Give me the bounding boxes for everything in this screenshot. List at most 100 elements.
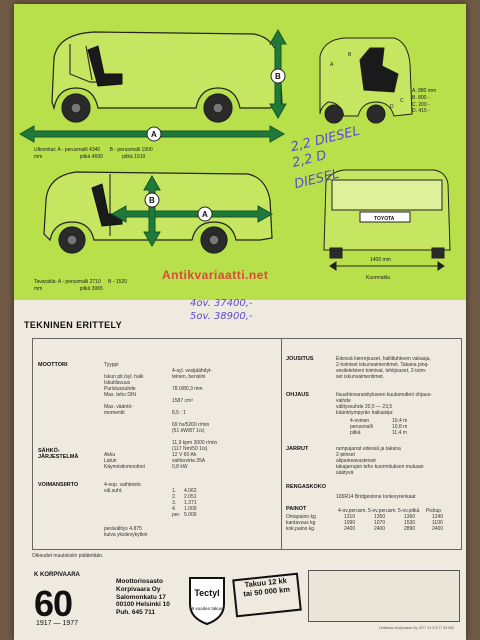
gears-list: 1.4.062 2.2.051 3.1.371 4.1.000 per.5.00… — [172, 488, 197, 518]
cargo-label: Tavaratila: — [34, 279, 57, 285]
gear-1: 1.4.062 — [172, 488, 197, 494]
moottori-k-5: Max. vääntö- momentti — [104, 404, 133, 416]
handwritten-price-2: 5ov. 38900,- — [190, 311, 253, 322]
dim-marker-b-top — [270, 68, 286, 84]
spec-divider — [281, 339, 282, 549]
cargo-unit: mm — [34, 286, 43, 292]
sahko-k-0: Akku — [104, 452, 116, 458]
dim-letter-a-top: A — [151, 130, 157, 139]
jousitus-text: Edessä kierrejouset, hallittuhkeen vakaa… — [336, 356, 431, 380]
cargo-b: B - 1520 — [108, 279, 128, 285]
dim-marker-a-bottom — [197, 206, 213, 222]
seat-top — [87, 45, 123, 87]
jousitus-label: JOUSITUS — [286, 356, 314, 362]
jarrut-label: JARRUT — [286, 446, 309, 452]
moottori-v-1: 78.0/80,3 mm — [172, 386, 203, 392]
section-dim-d: D. 415 - — [412, 108, 430, 115]
korpivaara-brand: K KORPIVAARA — [34, 572, 80, 578]
dealer-line-4: Puh. 645 711 — [116, 609, 156, 617]
section-letter-d: D — [390, 104, 394, 110]
sahko-v-0: 12 V 60 Ah — [172, 452, 197, 458]
exterior-unit: mm — [34, 154, 43, 160]
tectyl-name: Tectyl — [194, 588, 219, 598]
exterior-b: B - perusmalli 1900 — [109, 147, 153, 153]
cargo-a: A - perusmalli 2710 — [57, 279, 101, 285]
gear-rev: per.5.000 — [172, 512, 197, 518]
print-credit: Lehtiöasu Korpivaara Oy 1977 Y4 S.9.77 3… — [378, 626, 454, 630]
sahko-v-2: 0,8 kW — [172, 464, 188, 470]
exterior-label: Ulkomitat: — [34, 147, 57, 153]
sahko-keys: Akku Laturi Käynnistinmoottori — [104, 452, 145, 470]
dim-marker-b-bottom — [144, 192, 160, 208]
ohjaus-text: Itsuahtovaraisitykseen kuulamutteri ohja… — [336, 392, 432, 416]
voimansiirto-intro: 4-nop. vaihteisto väl.suht. — [104, 482, 141, 494]
anniversary-60-logo: 60 — [34, 583, 73, 624]
section-letters: A B C D — [330, 52, 404, 110]
moottori-k-4: Max. teho DIN — [104, 392, 136, 398]
dimension-arrow-a-bottom — [110, 205, 274, 223]
section-dim-c: C. 200 - — [412, 101, 430, 108]
anniversary-years: 1917 — 1977 — [36, 620, 79, 627]
cab-section-view — [319, 37, 413, 124]
dim-letter-b-top: B — [275, 72, 281, 81]
voimansiirto-label: VOIMANSIIRTO — [38, 482, 79, 488]
tectyl-logo: Tectyl 6 vuoden takuu — [189, 577, 225, 626]
moottori-k-2: Iskutilavuus — [104, 380, 131, 386]
exterior-b-long: pitkä 1910 — [122, 154, 146, 160]
rengaskoko-text: 165R14 Bridgestone Ionlevyrenkaat — [336, 494, 416, 500]
dealer-address: Moottoriosasto Korpivaara Oy Salomonkatu… — [116, 578, 170, 617]
gear-3: 3.1.371 — [172, 500, 197, 506]
moottori-v-5: 11,9 kpm 3000 r/min (117 Nm/50 1/s) — [172, 440, 218, 452]
moottori-v-4: 69 hv/5200 r/min (51 kW/87 1/s) — [172, 422, 210, 434]
handwritten-price-1: 4ov. 37400,- — [190, 298, 253, 309]
moottori-k-0: Tyyppi — [104, 362, 119, 368]
ohjaus-label: OHJAUS — [286, 392, 309, 398]
sahko-v-1: vaihtovirta 35A — [172, 458, 206, 464]
perav-v: kuiva yksilevykytkin — [104, 532, 148, 538]
section-dim-b: B. 800 - — [412, 94, 430, 101]
moottori-v-3: 8,5 : 1 — [172, 410, 186, 416]
moottori-k-1: Iskun pit./syl. halk — [104, 374, 144, 380]
dimension-arrow-b-bottom — [143, 174, 161, 248]
rear-caption: Kuormatila — [366, 275, 390, 281]
rengaskoko-label: RENGASKOKO — [286, 484, 327, 490]
watermark: Antikvariaatti.net — [162, 268, 269, 282]
dim-marker-a-top — [146, 126, 162, 142]
dim-letter-b-bottom: B — [149, 196, 155, 205]
perav-info: perävälitys 4.875 kuiva yksilevykytkin — [104, 526, 147, 538]
dealer-line-3: 00100 Helsinki 10 — [116, 601, 170, 609]
dealer-line-1: Korpivaara Oy — [116, 585, 161, 593]
dealer-stamp-box — [308, 570, 460, 622]
dim-letter-a-bottom: A — [202, 210, 208, 219]
sahko-k-1: Laturi — [104, 458, 117, 464]
spec-title: TEKNINEN ERITTELY — [24, 320, 122, 330]
sahko-label: SÄHKÖ- JÄRJESTELMÄ — [38, 448, 79, 460]
rear-plate: TOYOTA — [374, 216, 395, 222]
moottori-k-3: Puristussuhde — [104, 386, 136, 392]
cargo-dims-caption: Tavaratila: A - perusmalli 2710 B - 1520 — [34, 279, 128, 285]
section-letter-a: A — [330, 62, 334, 68]
dealer-line-2: Salomonkatu 17 — [116, 593, 166, 601]
moottori-v-0: 4-syl. vesijäähdyt- teinen, bensiini — [172, 368, 213, 380]
cargo-a-long: pitkä 3065 — [79, 286, 103, 292]
warranty-badge: Takuu 12 kk tai 50 000 km — [232, 572, 302, 618]
perav-k: perävälitys 4.875 — [104, 526, 142, 532]
gear-4: 4.1.000 — [172, 506, 197, 512]
footer-note: Oikeudet muutoksiin pidätetään. — [32, 553, 104, 559]
exterior-a: A - perusmalli 4340 — [57, 147, 101, 153]
spec-box — [32, 338, 462, 550]
section-dim-a: A. 880 mm — [412, 88, 437, 94]
van-rear-view — [323, 169, 451, 271]
van-top-side-view — [51, 31, 283, 123]
section-letter-b: B — [348, 52, 352, 58]
exterior-dims-caption: Ulkomitat: A - perusmalli 4340 B - perus… — [34, 147, 153, 153]
